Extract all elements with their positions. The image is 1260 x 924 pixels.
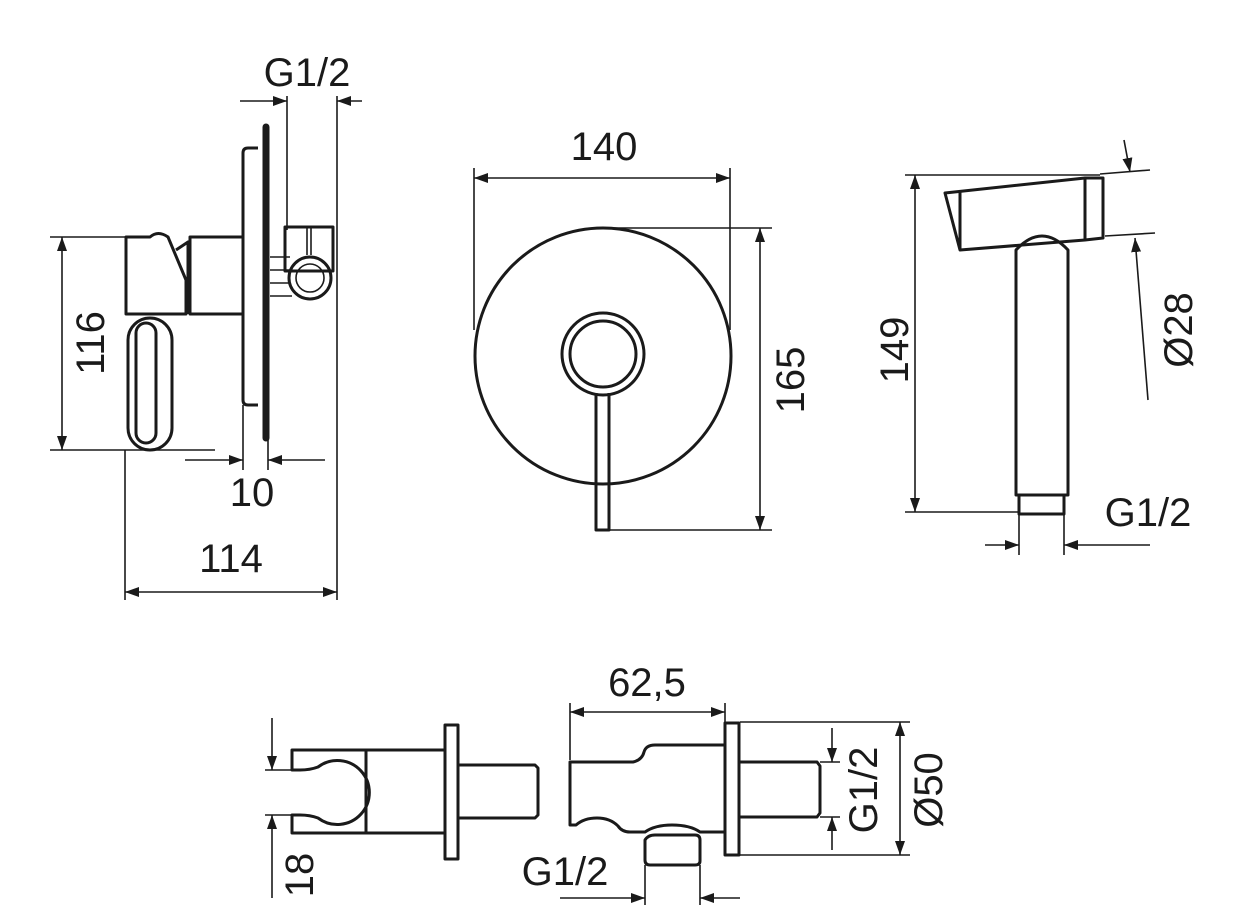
holder-height-label: 18 bbox=[278, 853, 322, 898]
side-height-label: 116 bbox=[69, 311, 113, 375]
holder-side-view: 18 bbox=[265, 718, 540, 898]
lever bbox=[594, 393, 611, 532]
side-view: G1/2 116 10 114 bbox=[50, 51, 362, 600]
cover-plate bbox=[473, 226, 733, 486]
side-depth-label: 114 bbox=[199, 537, 263, 581]
side-thread-label: G1/2 bbox=[264, 51, 351, 95]
elbow-length-label: 62,5 bbox=[608, 661, 686, 705]
mixer-side-outline bbox=[124, 123, 335, 452]
elbow-thread-label: G1/2 bbox=[842, 747, 886, 834]
shower-length-label: 149 bbox=[873, 317, 917, 384]
front-width-label: 140 bbox=[571, 125, 638, 169]
front-height-label: 165 bbox=[769, 347, 813, 414]
shower-thread-label: G1/2 bbox=[1105, 491, 1192, 535]
hand-shower-view: 149 Ø28 G1/2 bbox=[873, 139, 1201, 555]
elbow-bottom-thread-label: G1/2 bbox=[522, 850, 609, 894]
shower-diameter-label: Ø28 bbox=[1157, 292, 1201, 368]
front-view: 140 165 bbox=[473, 125, 813, 532]
plate-thickness-label: 10 bbox=[230, 471, 275, 515]
outlet-elbow-view: 62,5 G1/2 G1/2 Ø50 bbox=[522, 661, 951, 905]
elbow-diameter-label: Ø50 bbox=[907, 752, 951, 828]
